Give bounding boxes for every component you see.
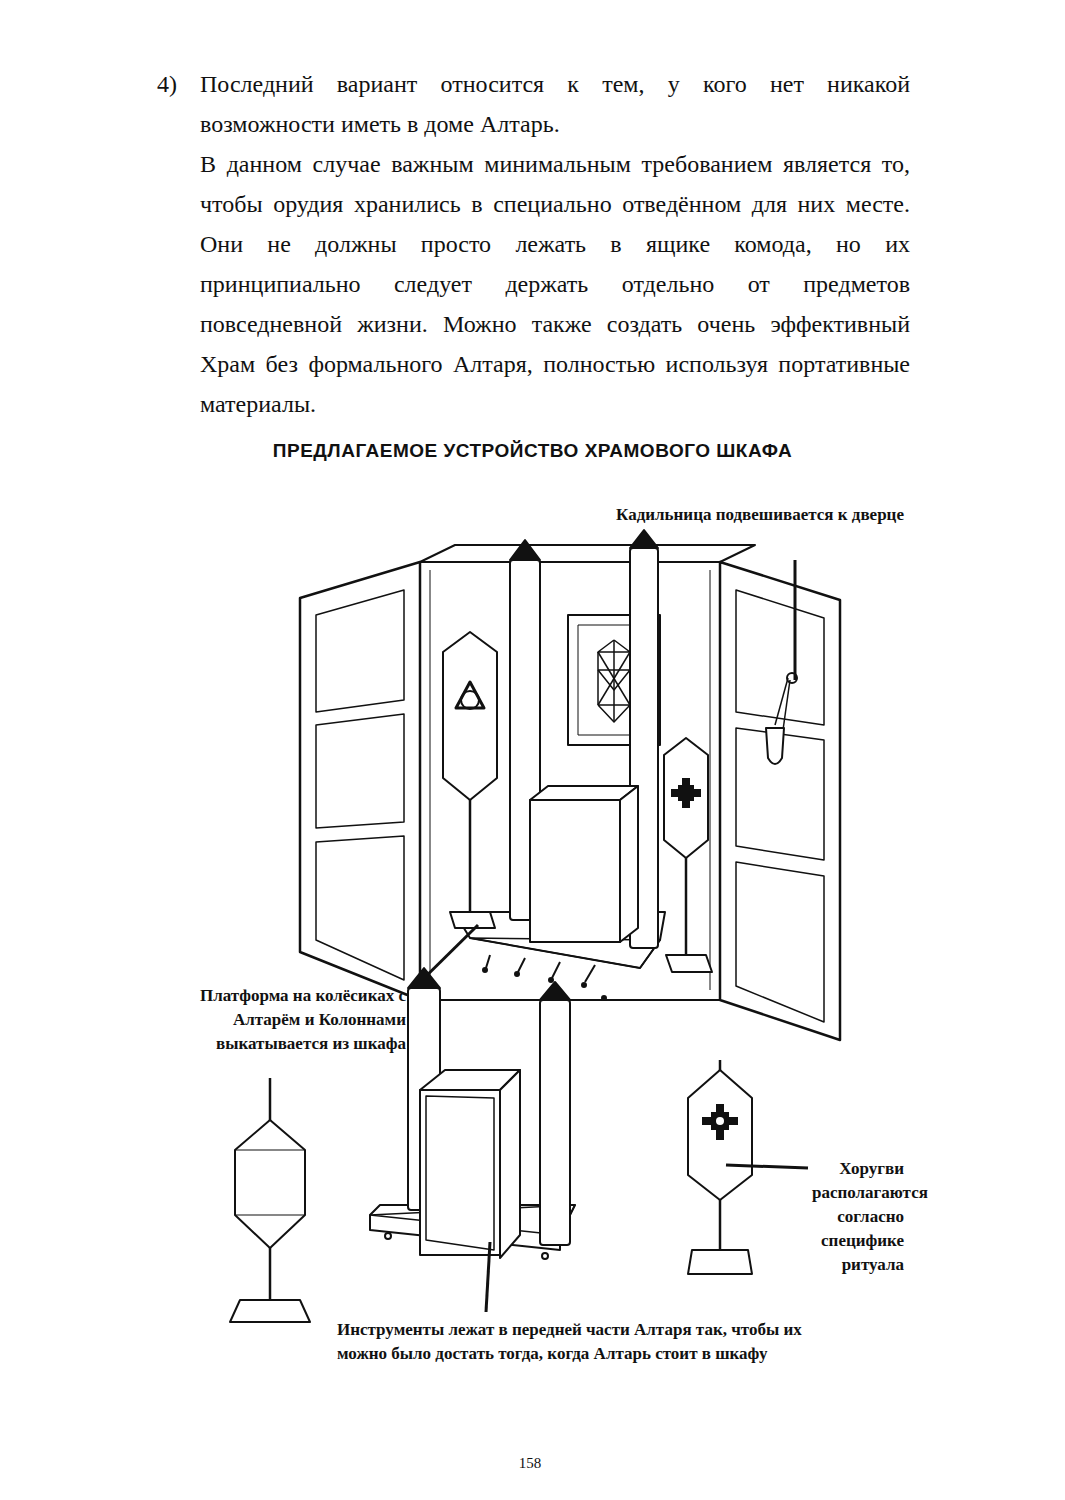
banner-base bbox=[230, 1300, 310, 1322]
censer bbox=[766, 728, 784, 764]
altar bbox=[420, 1090, 500, 1255]
body-paragraph: Последний вариант относится к тем, у ког… bbox=[200, 64, 910, 144]
banner-base bbox=[688, 1250, 752, 1274]
page-number: 158 bbox=[480, 1455, 580, 1472]
leader-line bbox=[794, 560, 797, 680]
body-paragraph: В данном случае важным минимальным требо… bbox=[200, 144, 910, 424]
left-door bbox=[300, 562, 420, 1000]
banner bbox=[664, 738, 708, 858]
callout-note: Хоругви располагаются согласно специфике… bbox=[812, 1157, 904, 1277]
leader-line bbox=[726, 1165, 808, 1168]
banner bbox=[235, 1120, 305, 1248]
callout-note: Платформа на колёсиках с Алтарём и Колон… bbox=[140, 984, 406, 1056]
altar bbox=[530, 800, 620, 942]
leader-line bbox=[486, 1242, 490, 1312]
banner bbox=[443, 632, 497, 800]
item-number: 4) bbox=[157, 64, 197, 104]
cabinet-top bbox=[420, 545, 755, 562]
figure-title: ПРЕДЛАГАЕМОЕ УСТРОЙСТВО ХРАМОВОГО ШКАФА bbox=[150, 440, 915, 462]
callout-note: Инструменты лежат в передней части Алтар… bbox=[337, 1318, 842, 1366]
callout-note: Кадильница подвешивается к дверце bbox=[610, 503, 910, 527]
column bbox=[540, 1000, 570, 1245]
right-door bbox=[720, 562, 840, 1040]
cabinet-body bbox=[420, 562, 720, 1000]
banner bbox=[688, 1070, 752, 1200]
